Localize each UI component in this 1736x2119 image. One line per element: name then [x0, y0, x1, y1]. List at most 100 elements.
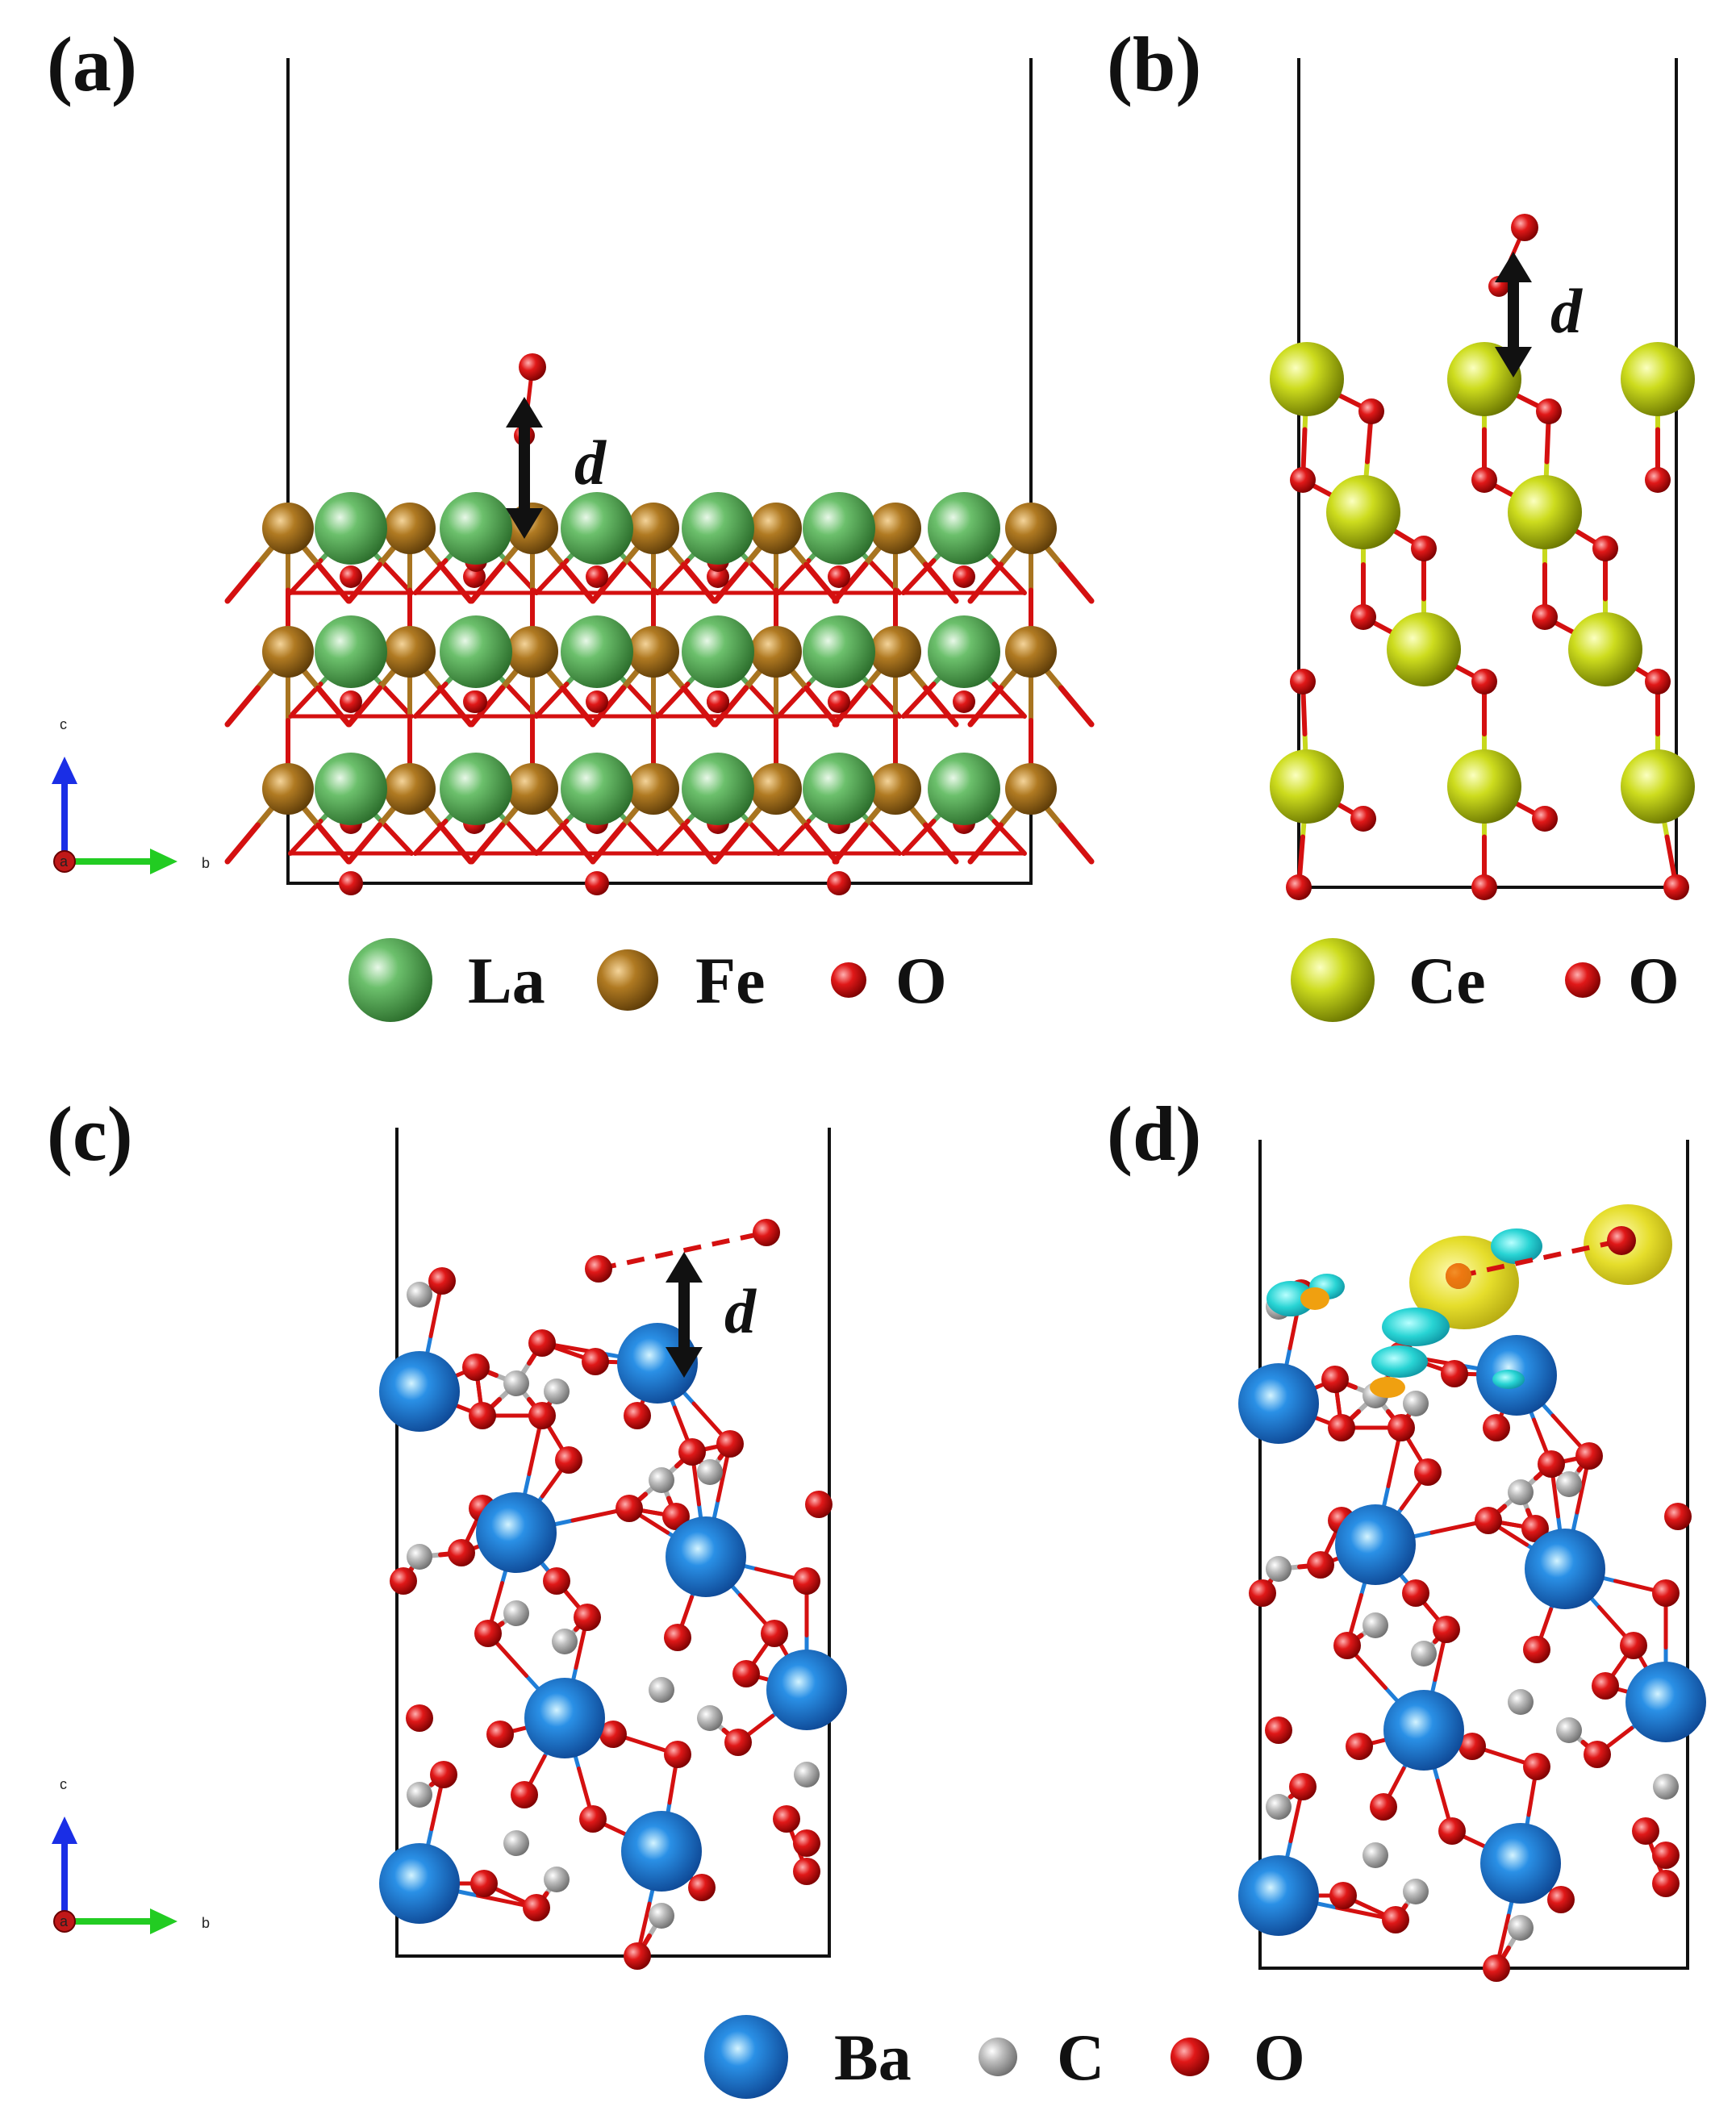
bond	[503, 819, 539, 856]
c-atom	[1556, 1471, 1582, 1497]
cdd-negative-lobe	[1371, 1345, 1428, 1378]
o-atom	[1286, 874, 1312, 900]
o-atom	[1402, 1579, 1429, 1607]
bond	[1058, 822, 1095, 865]
o-atom	[707, 565, 729, 588]
ba-atom	[379, 1351, 460, 1432]
cdd-negative-lobe	[1382, 1308, 1450, 1346]
o-atom	[1328, 1414, 1355, 1441]
axis-b-label: b	[202, 855, 210, 871]
legend-label-ba: Ba	[834, 2021, 912, 2094]
c-atom	[649, 1903, 674, 1929]
o-atom	[1521, 1515, 1549, 1542]
o-atom	[1333, 1632, 1361, 1659]
axis-c-label: c	[60, 1776, 67, 1792]
o-atom	[1652, 1870, 1680, 1897]
bond	[923, 822, 959, 865]
o-atom	[1388, 1414, 1415, 1441]
o-atom	[662, 1503, 690, 1530]
panel-label-b: (b)	[1107, 21, 1201, 107]
c-atom	[503, 1600, 529, 1626]
la-atom	[315, 753, 387, 825]
ba-atom	[766, 1650, 847, 1730]
o-atom	[828, 565, 850, 588]
o-atom	[1652, 1579, 1680, 1607]
o-atom	[1511, 214, 1538, 241]
cdd-positive-lobe	[1300, 1287, 1329, 1310]
axes-triad-bottom: a c b	[52, 1776, 210, 1934]
distance-label-c: d	[724, 1276, 757, 1346]
o-atom	[1645, 467, 1671, 493]
o-atom	[793, 1858, 820, 1885]
o-atom	[1645, 669, 1671, 695]
o-atom	[1290, 669, 1316, 695]
o-atom	[724, 1729, 752, 1756]
o-atom	[805, 1491, 833, 1518]
o-atom	[585, 871, 609, 895]
fe-atom	[750, 503, 802, 554]
o-atom	[1441, 1360, 1468, 1387]
o-atom	[1575, 1442, 1603, 1470]
c-atom	[503, 1370, 529, 1396]
axis-a-label: a	[60, 853, 69, 870]
fe-atom	[507, 626, 558, 678]
la-atom	[928, 615, 1000, 688]
la-atom	[803, 615, 875, 688]
o-atom	[616, 1495, 643, 1522]
la-atom	[440, 753, 512, 825]
arrow-head-icon	[666, 1347, 703, 1378]
o-atom	[574, 1604, 601, 1631]
c-atom	[407, 1282, 432, 1308]
bond	[224, 685, 261, 728]
o-atom	[1471, 874, 1497, 900]
fe-atom	[507, 763, 558, 815]
fe-atom	[1005, 763, 1057, 815]
ba-atom	[1525, 1529, 1605, 1609]
legend-swatch-o-icon	[1565, 962, 1600, 998]
o-atom	[827, 871, 851, 895]
bond	[923, 685, 959, 728]
o-atom	[1358, 398, 1384, 424]
o-atom	[340, 565, 362, 588]
cdd-positive-lobe	[1370, 1377, 1405, 1398]
bond	[866, 819, 902, 856]
o-atom	[793, 1829, 820, 1857]
o-atom	[470, 1870, 498, 1897]
o-atom	[428, 1267, 456, 1295]
c-atom	[552, 1629, 578, 1654]
fe-atom	[262, 626, 314, 678]
legend-swatch-ce-icon	[1291, 938, 1375, 1022]
c-atom	[1266, 1794, 1292, 1820]
fe-atom	[870, 626, 921, 678]
fe-atom	[1005, 503, 1057, 554]
c-atom	[697, 1705, 723, 1731]
o-atom	[1350, 806, 1376, 832]
legend-label-o: O	[895, 944, 947, 1017]
axis-b-arrow-icon	[150, 1908, 177, 1934]
legend-label-o: O	[1254, 2021, 1305, 2094]
ce-atom	[1326, 475, 1400, 549]
legend-swatch-fe-icon	[597, 949, 658, 1011]
ce-atom	[1447, 749, 1521, 824]
fe-atom	[262, 763, 314, 815]
ce-atom	[1508, 475, 1582, 549]
panel-label-a: (a)	[47, 21, 137, 107]
o-atom	[1350, 604, 1376, 630]
legend-swatch-la-icon	[348, 938, 432, 1022]
o-atom	[528, 1402, 556, 1429]
o-atom	[664, 1741, 691, 1768]
bond	[288, 558, 323, 595]
la-atom	[440, 615, 512, 688]
o-atom	[1584, 1741, 1611, 1768]
la-atom	[315, 615, 387, 688]
legend-swatch-o-icon	[831, 962, 866, 998]
bond	[224, 822, 261, 865]
o-atom	[1414, 1458, 1442, 1486]
ba-atom	[617, 1323, 698, 1404]
bond	[967, 685, 1004, 728]
bond	[745, 558, 781, 595]
la-atom	[928, 492, 1000, 565]
cdd-negative-lobe	[1492, 1370, 1525, 1389]
cell-d	[1258, 1140, 1689, 1970]
bond	[378, 682, 414, 719]
